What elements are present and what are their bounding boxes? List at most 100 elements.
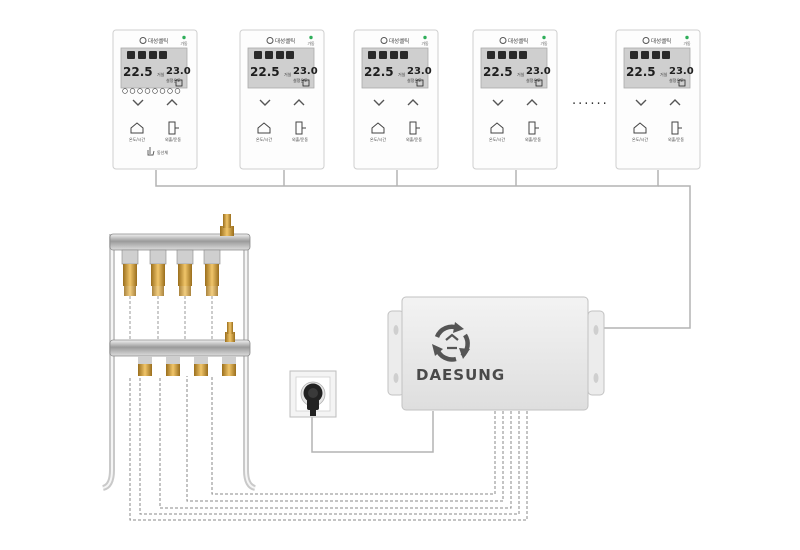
status-led [309, 35, 313, 40]
chevron-down-icon [635, 99, 647, 106]
manifold-return-bar [109, 339, 251, 357]
touch-hint-label: 동선체 [157, 149, 168, 155]
temperature-down-button[interactable] [132, 99, 144, 106]
room-mode-label: 거실 [157, 71, 165, 77]
current-temperature: 22.5 [250, 65, 280, 79]
lcd-mode-icon-2 [276, 51, 284, 59]
temperature-up-button[interactable] [293, 99, 305, 106]
status-led-label: 가동 [541, 41, 548, 46]
lcd-mode-icon-0 [487, 51, 495, 59]
thermostat-brand-text: 대성쎌틱 [508, 37, 528, 45]
home-mode-button[interactable]: 온도/시간 [489, 122, 505, 142]
away-mode-button[interactable]: 외출/운동 [165, 121, 181, 142]
away-mode-label: 외출/운동 [525, 136, 541, 142]
door-exit-icon [671, 121, 682, 135]
home-mode-button[interactable]: 온도/시간 [256, 122, 272, 142]
zone-indicator-icon [174, 88, 181, 94]
lcd-mode-icon-2 [149, 51, 157, 59]
chevron-up-icon [669, 99, 681, 106]
away-mode-label: 외출/운동 [668, 136, 684, 142]
chevron-up-icon [526, 99, 538, 106]
brand-logo-icon [139, 37, 147, 44]
away-mode-button[interactable]: 외출/운동 [406, 121, 422, 142]
lcd-mode-icon-1 [641, 51, 649, 59]
temperature-down-button[interactable] [492, 99, 504, 106]
room-mode-label: 거실 [284, 71, 292, 77]
set-temperature: 23.0 [166, 66, 191, 77]
manifold-bracket-right [243, 234, 256, 491]
touch-hint: 동선체 [147, 147, 168, 156]
door-exit-icon [168, 121, 179, 135]
door-exit-icon [528, 121, 539, 135]
lcd-mode-icon-1 [138, 51, 146, 59]
chevron-down-icon [373, 99, 385, 106]
away-mode-label: 외출/운동 [406, 136, 422, 142]
temperature-down-button[interactable] [373, 99, 385, 106]
status-led-label: 가동 [308, 41, 315, 46]
zone-indicator-icon [159, 88, 166, 94]
zone-indicator-icon [167, 88, 173, 94]
set-temperature-label: 설정온도 [669, 77, 684, 83]
set-temperature: 23.0 [526, 66, 551, 77]
temperature-up-button[interactable] [407, 99, 419, 106]
status-led-label: 가동 [181, 41, 188, 46]
brand-logo-icon [642, 37, 650, 44]
temperature-up-button[interactable] [526, 99, 538, 106]
lcd-mode-icon-3 [519, 51, 527, 59]
lcd-mode-icon-0 [127, 51, 135, 59]
temperature-down-button[interactable] [635, 99, 647, 106]
current-temperature: 22.5 [483, 65, 513, 79]
supply-valves [121, 249, 221, 296]
zone-indicator-icon [122, 88, 128, 94]
zone-indicator-icon [144, 88, 151, 94]
set-temperature-label: 설정온도 [293, 77, 308, 83]
lcd-lock-icon [535, 79, 543, 87]
home-mode-label: 온도/시간 [129, 136, 145, 142]
valve-control-wires [129, 376, 528, 521]
temperature-down-button[interactable] [259, 99, 271, 106]
manifold-supply-bar [109, 233, 251, 251]
away-mode-button[interactable]: 외출/운동 [525, 121, 541, 142]
brand-logo-icon [380, 37, 388, 44]
set-temperature: 23.0 [669, 66, 694, 77]
lcd-mode-icon-3 [400, 51, 408, 59]
thermostat-brand-text: 대성쎌틱 [651, 37, 671, 45]
temperature-up-button[interactable] [669, 99, 681, 106]
controller-brand-text: DAESUNG [416, 366, 505, 384]
lcd-mode-icon-2 [652, 51, 660, 59]
status-led [423, 35, 427, 40]
home-mode-label: 온도/시간 [489, 136, 505, 142]
away-mode-button[interactable]: 외출/운동 [668, 121, 684, 142]
home-mode-button[interactable]: 온도/시간 [129, 122, 145, 142]
home-icon [371, 122, 385, 134]
set-temperature-label: 설정온도 [407, 77, 422, 83]
room-mode-label: 거실 [660, 71, 668, 77]
away-mode-button[interactable]: 외출/운동 [292, 121, 308, 142]
lcd-mode-icon-3 [662, 51, 670, 59]
room-mode-label: 거실 [517, 71, 525, 77]
lcd-lock-icon [416, 79, 424, 87]
zone-indicator-icon [152, 88, 158, 94]
home-icon [633, 122, 647, 134]
home-mode-label: 온도/시간 [256, 136, 272, 142]
home-mode-button[interactable]: 온도/시간 [632, 122, 648, 142]
thermostat-brand-text: 대성쎌틱 [275, 37, 295, 45]
power-wire [311, 411, 434, 453]
home-mode-button[interactable]: 온도/시간 [370, 122, 386, 142]
status-led-label: 가동 [684, 41, 691, 46]
return-actuators [138, 356, 236, 376]
chevron-down-icon [492, 99, 504, 106]
chevron-down-icon [132, 99, 144, 106]
chevron-up-icon [407, 99, 419, 106]
room-mode-label: 거실 [398, 71, 406, 77]
temperature-up-button[interactable] [166, 99, 178, 106]
